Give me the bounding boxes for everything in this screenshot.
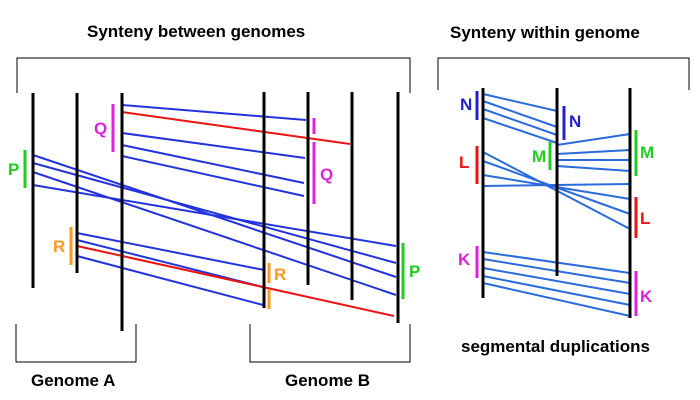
links-block-n (482, 93, 558, 144)
label-genome-b: Genome B (285, 371, 370, 390)
title-between-genomes: Synteny between genomes (87, 22, 305, 41)
label-q-genome-b: Q (320, 165, 333, 184)
label-p-genome-a: P (8, 160, 19, 179)
links-block-r (76, 232, 265, 306)
label-m-left: M (532, 147, 546, 166)
links-block-p (32, 154, 397, 296)
label-l-left: L (459, 153, 469, 172)
bracket-genome-b (249, 324, 411, 363)
link-r-highlight (76, 245, 395, 317)
bracket-top-between (16, 57, 411, 93)
title-within-genome: Synteny within genome (450, 23, 640, 42)
label-l-right: L (640, 209, 650, 228)
label-r-genome-b: R (274, 265, 286, 284)
label-n-right: N (569, 112, 581, 131)
label-m-right: M (640, 143, 654, 162)
link-q-highlight (121, 111, 351, 145)
genome-a-chromosomes (31, 93, 124, 331)
links-block-q (121, 104, 307, 197)
label-p-genome-b: P (409, 262, 420, 281)
label-segmental-duplications: segmental duplications (461, 337, 650, 356)
bracket-top-within (437, 57, 690, 90)
label-k-right: K (640, 287, 653, 306)
within-chromosomes (481, 88, 632, 318)
label-genome-a: Genome A (31, 371, 115, 390)
bracket-genome-a (15, 324, 137, 363)
label-k-left: K (458, 250, 471, 269)
label-r-genome-a: R (53, 237, 65, 256)
genome-b-chromosomes (262, 92, 400, 323)
label-n-left: N (460, 95, 472, 114)
links-block-m (556, 133, 631, 172)
label-q-genome-a: Q (94, 119, 107, 138)
